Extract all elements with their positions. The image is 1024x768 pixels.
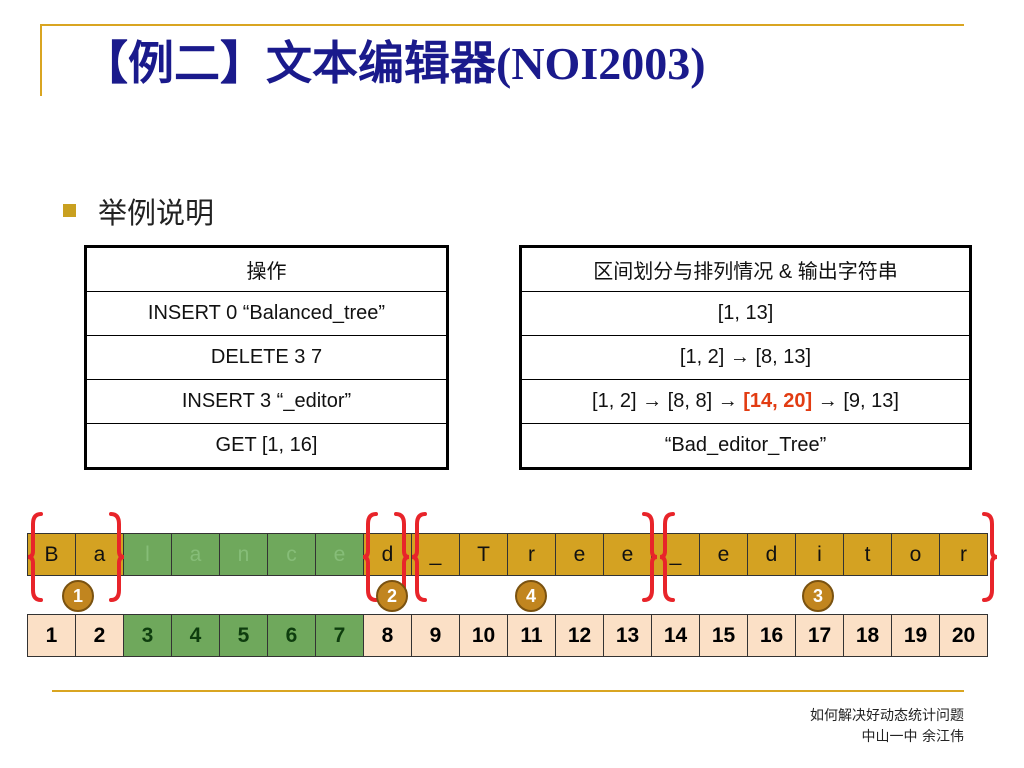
- slide-title: 【例二】文本编辑器(NOI2003): [82, 38, 706, 89]
- char-cell: e: [603, 533, 652, 576]
- arrow-icon: →: [724, 346, 756, 368]
- index-cell: 20: [939, 614, 988, 657]
- char-cell: n: [219, 533, 268, 576]
- top-rule: [40, 24, 964, 26]
- char-cell: t: [843, 533, 892, 576]
- index-cell: 15: [699, 614, 748, 657]
- char-cell: c: [267, 533, 316, 576]
- bracket-close: [109, 512, 125, 602]
- result-row: [1, 13]: [520, 291, 971, 336]
- index-cell: 18: [843, 614, 892, 657]
- arrow-icon: →: [636, 390, 668, 412]
- index-cell: 13: [603, 614, 652, 657]
- index-cell: 9: [411, 614, 460, 657]
- bracket-open: [411, 512, 427, 602]
- bottom-rule: [52, 690, 964, 692]
- bracket-close: [982, 512, 998, 602]
- arrow-icon: →: [812, 390, 844, 412]
- bracket-open: [27, 512, 43, 602]
- ops-row: GET [1, 16]: [85, 423, 448, 469]
- left-rule: [40, 24, 42, 96]
- interval-text: “Bad_editor_Tree”: [664, 434, 827, 456]
- result-header: 区间划分与排列情况 & 输出字符串: [520, 246, 971, 292]
- result-row: [1, 2] → [8, 8] → [14, 20] → [9, 13]: [520, 379, 971, 424]
- footer: 如何解决好动态统计问题 中山一中 余江伟: [810, 706, 964, 748]
- marker-circle: 4: [515, 580, 547, 612]
- result-row: “Bad_editor_Tree”: [520, 423, 971, 469]
- ops-row: INSERT 0 “Balanced_tree”: [85, 291, 448, 336]
- index-cell: 19: [891, 614, 940, 657]
- interval-text: [1, 2]: [592, 390, 637, 412]
- char-cell: r: [939, 533, 988, 576]
- footer-line: 中山一中 余江伟: [861, 729, 964, 745]
- interval-text: [1, 13]: [717, 302, 774, 324]
- interval-text: [9, 13]: [843, 390, 899, 412]
- marker-circle: 2: [376, 580, 408, 612]
- char-cell: o: [891, 533, 940, 576]
- bullet-text: 举例说明: [98, 196, 215, 230]
- index-cell: 12: [555, 614, 604, 657]
- operations-table: 操作 INSERT 0 “Balanced_tree” DELETE 3 7 I…: [84, 245, 449, 470]
- ops-row: INSERT 3 “_editor”: [85, 379, 448, 424]
- interval-text: [8, 8]: [667, 390, 713, 412]
- bracket-open: [659, 512, 675, 602]
- ops-row: DELETE 3 7: [85, 335, 448, 380]
- char-cell: e: [555, 533, 604, 576]
- index-cell: 2: [75, 614, 124, 657]
- index-cell: 11: [507, 614, 556, 657]
- index-cell: 17: [795, 614, 844, 657]
- interval-text: [1, 2]: [679, 346, 725, 368]
- result-table: 区间划分与排列情况 & 输出字符串 [1, 13] [1, 2] → [8, 1…: [519, 245, 972, 470]
- char-cell: d: [747, 533, 796, 576]
- marker-circle: 3: [802, 580, 834, 612]
- index-cell: 7: [315, 614, 364, 657]
- marker-circle: 1: [62, 580, 94, 612]
- char-cell: a: [75, 533, 124, 576]
- index-cell: 10: [459, 614, 508, 657]
- char-cell: _: [411, 533, 460, 576]
- char-cell: i: [795, 533, 844, 576]
- char-cell: e: [699, 533, 748, 576]
- index-cell: 16: [747, 614, 796, 657]
- char-cell: l: [123, 533, 172, 576]
- char-cell: B: [27, 533, 76, 576]
- interval-text: [8, 13]: [755, 346, 812, 368]
- bracket-close: [642, 512, 658, 602]
- interval-text: [14, 20]: [743, 390, 813, 412]
- arrow-icon: →: [712, 390, 744, 412]
- index-cell: 5: [219, 614, 268, 657]
- index-cell: 4: [171, 614, 220, 657]
- footer-line: 如何解决好动态统计问题: [810, 708, 964, 724]
- bullet-marker: [63, 204, 76, 217]
- bracket-open: [362, 512, 378, 602]
- index-cell: 8: [363, 614, 412, 657]
